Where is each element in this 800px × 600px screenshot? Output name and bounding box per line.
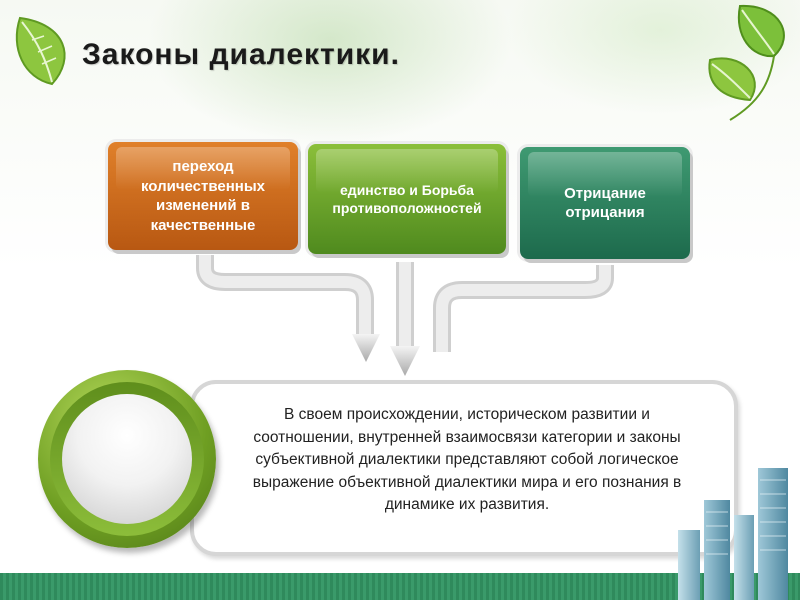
arrow-down-icon — [352, 334, 380, 362]
circle-center — [62, 394, 192, 524]
law-label: единство и Борьба противоположностей — [332, 181, 482, 216]
leaf-icon — [15, 16, 66, 86]
description-text: В своем происхождении, историческом разв… — [252, 406, 682, 513]
law-label: Отрицание отрицания — [564, 184, 646, 222]
leaf-icon — [708, 4, 785, 121]
arrow-right-path — [433, 265, 614, 352]
arrow-right-inner — [436, 265, 611, 352]
description-panel: В своем происхождении, историческом разв… — [190, 380, 738, 556]
slide-title: Законы диалектики. — [82, 38, 400, 71]
arrow-left-inner — [199, 255, 371, 338]
buildings-icon — [678, 468, 788, 600]
law-label: переход количественных изменений в качес… — [140, 158, 266, 234]
arrow-down-icon — [390, 346, 420, 376]
decorative-circle — [38, 370, 216, 548]
arrow-left-path — [196, 255, 374, 338]
bottom-stripe-bar — [0, 573, 800, 600]
